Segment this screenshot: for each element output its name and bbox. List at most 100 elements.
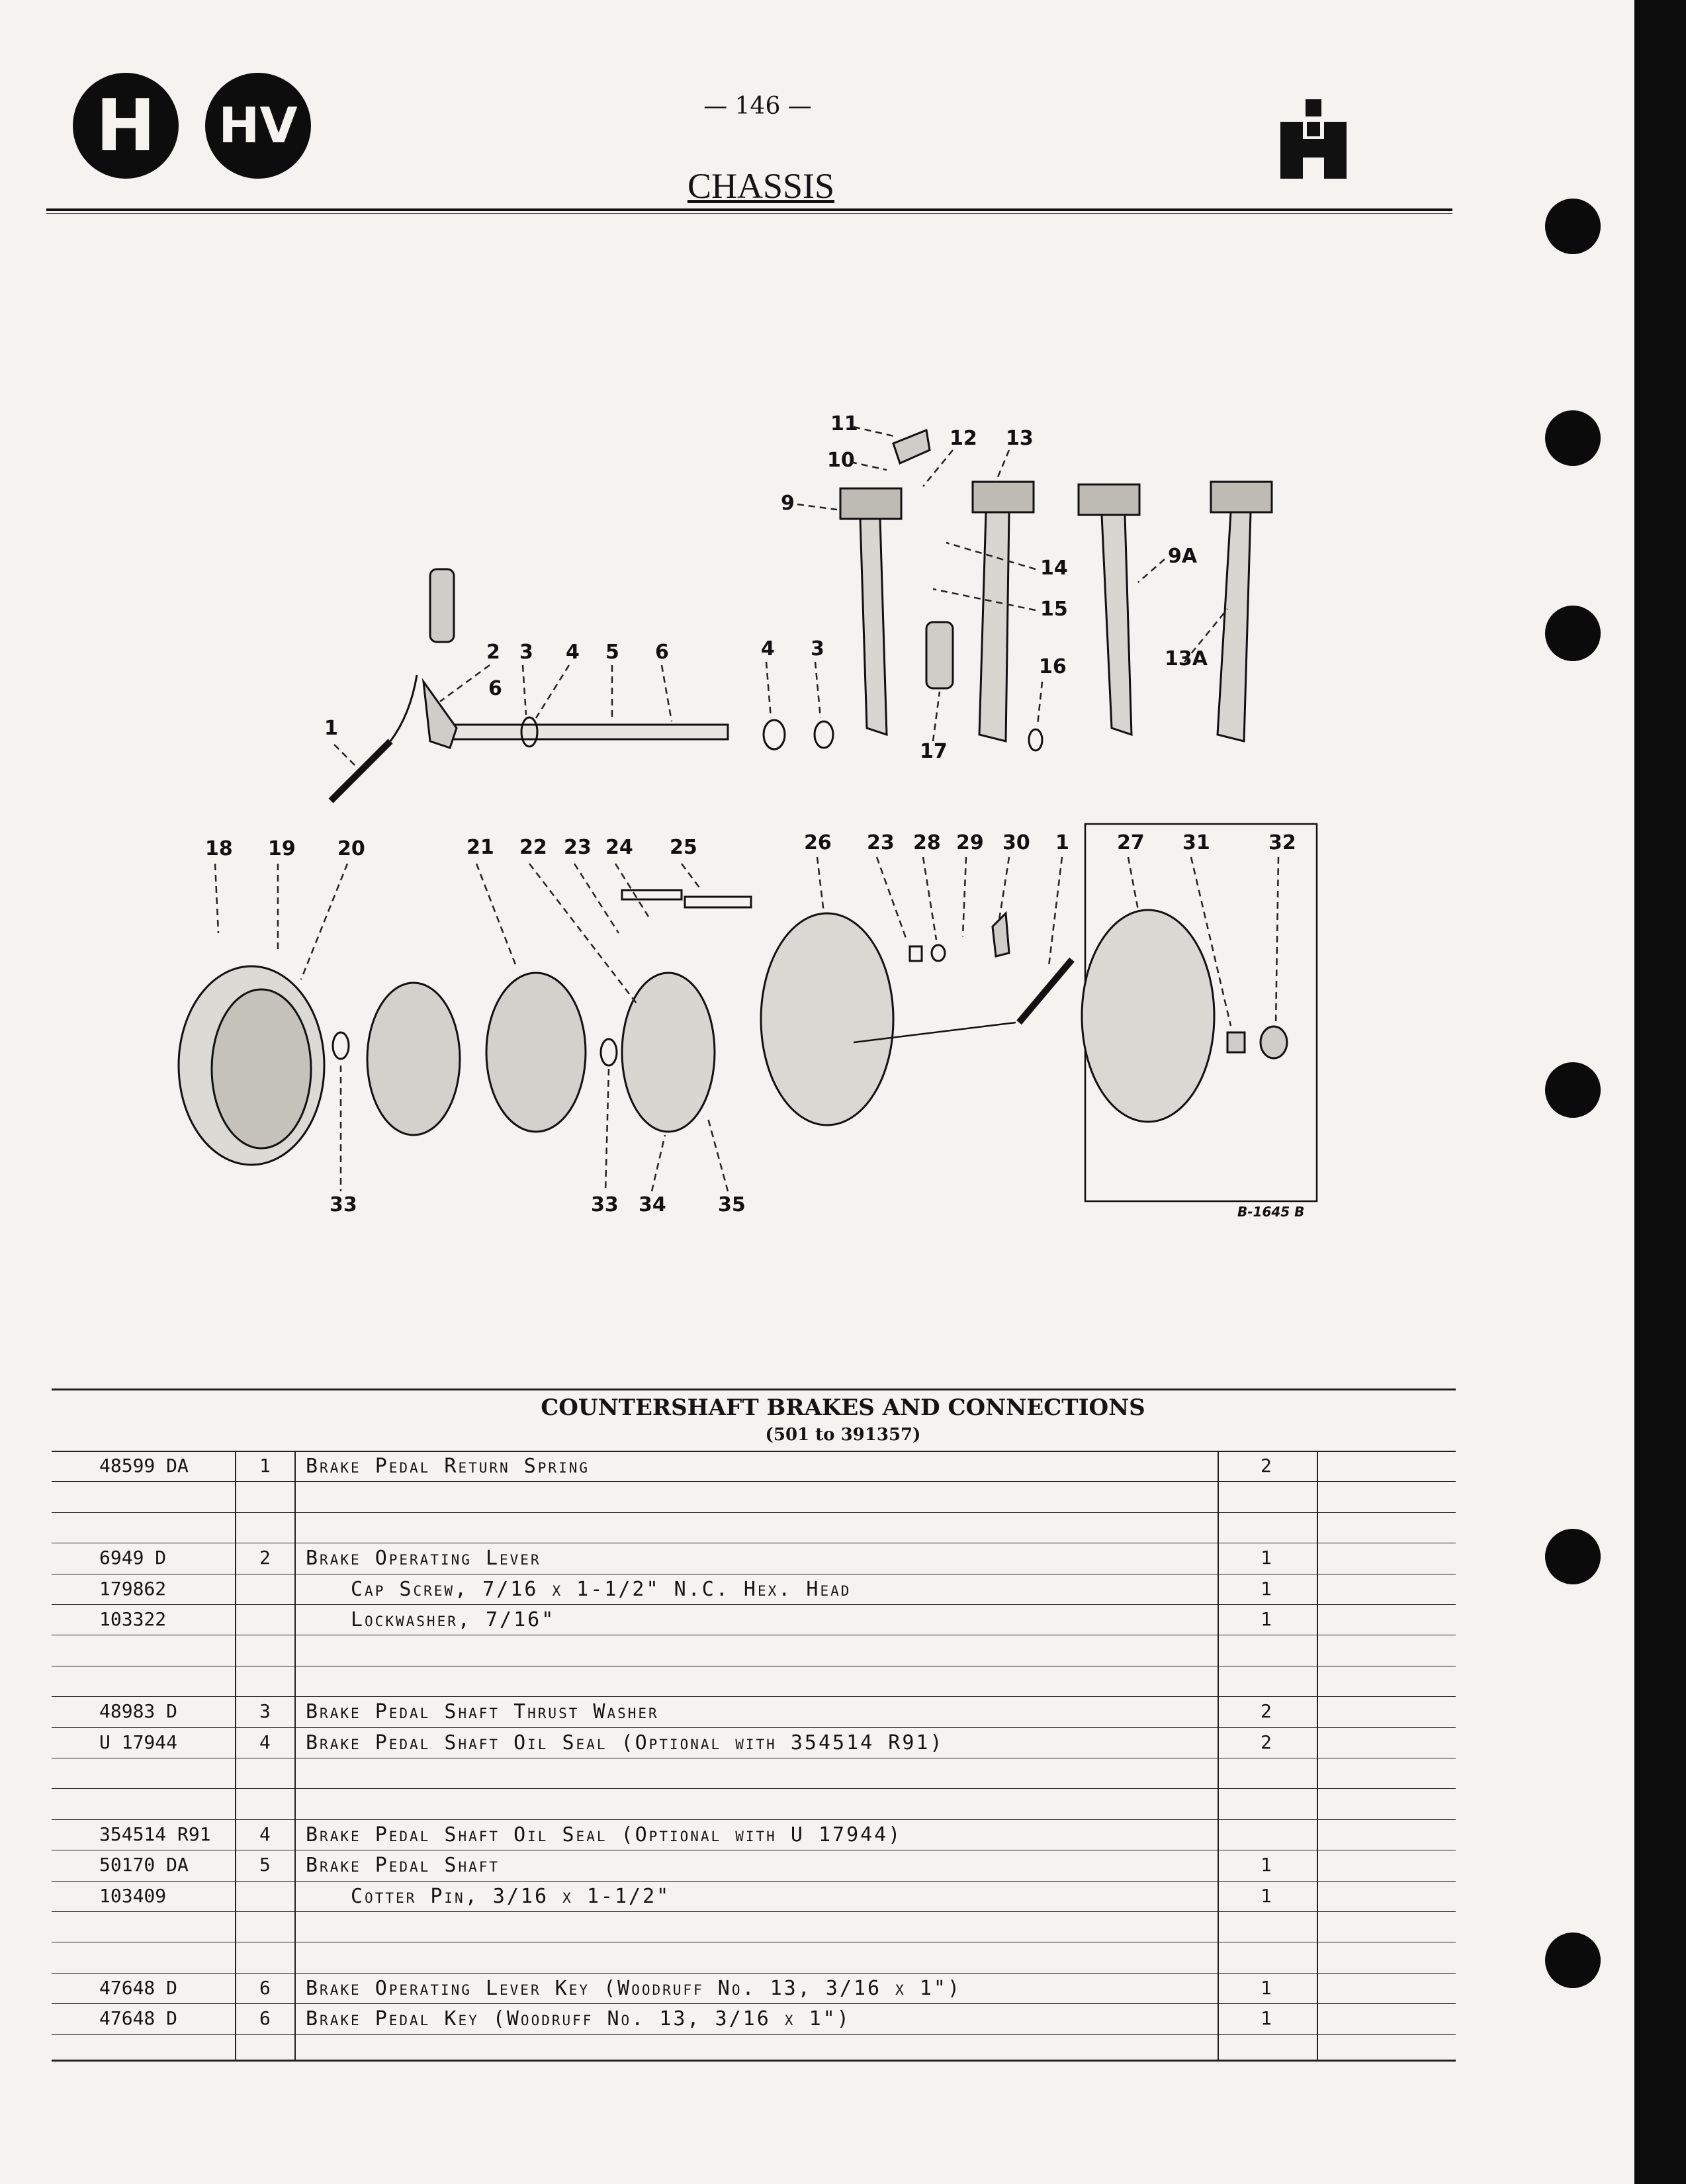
row-rule [52,2034,1456,2035]
ref-number: 4 [259,1823,271,1845]
table-bottom-rule [52,2060,1456,2062]
callout: 22 [519,836,547,859]
brake-band [621,972,716,1133]
row-rule [52,1788,1456,1790]
callout: 1 [324,717,338,740]
callout: 27 [1117,831,1145,854]
callout: 11 [830,412,858,435]
section-subtitle: (501 to 391357) [765,1425,921,1445]
callout: 29 [956,831,984,854]
quantity: 1 [1261,1608,1272,1630]
callout-labels: 1 2 3 4 5 6 6 4 3 9 10 11 12 13 14 15 16… [205,412,1304,1220]
brake-pedal [1100,514,1133,737]
callout: 9 [781,492,795,515]
callout: 3 [811,637,824,660]
pedal-pad [1077,483,1141,516]
callout: 23 [867,831,895,854]
bushing [909,945,923,962]
row-rule [52,1727,1456,1728]
row-rule [52,1911,1456,1912]
part-description: Brake Pedal Shaft [306,1854,500,1878]
callout: 21 [466,836,494,859]
pedal-pad [839,487,903,520]
thrust-washer [520,716,539,748]
callout: 32 [1268,831,1296,854]
row-rule [52,1696,1456,1698]
leader-lines [214,426,1280,1192]
quantity: 1 [1261,1577,1272,1600]
band-adjusting-bolt [684,895,752,909]
callout: 18 [205,837,233,860]
brake-pedal [1216,511,1252,743]
binder-hole [1545,410,1601,466]
callout: 6 [655,641,669,664]
quantity: 2 [1261,1455,1272,1477]
callout: 12 [950,427,977,450]
brake-cover [760,912,895,1126]
pedal-spring [429,568,455,643]
part-description: Brake Operating Lever Key (Woodruff No. … [306,1976,962,2000]
ref-number: 3 [259,1700,271,1723]
callout: 34 [639,1193,666,1216]
callout: 9A [1168,545,1198,568]
part-number: 50170 DA [99,1854,189,1876]
binder-hole [1545,199,1601,254]
quantity: 1 [1261,1854,1272,1876]
callout: 31 [1182,831,1210,854]
part-description: Cotter Pin, 3/16 x 1-1/2" [351,1884,671,1908]
row-rule [52,2003,1456,2005]
column-divider [294,1451,296,2060]
callout: 30 [1002,831,1030,854]
pedal-latch [892,428,931,465]
callout: 6 [488,677,502,700]
brake-spring [1016,957,1075,1025]
return-spring-rod [328,739,393,803]
brake-drum [485,972,587,1133]
callout: 28 [913,831,941,854]
section-title: COUNTERSHAFT BRAKES AND CONNECTIONS [541,1394,1145,1421]
brake-pedal-shaft [435,723,729,741]
figure-code: B-1645 B [1237,1204,1304,1220]
table-top-rule [52,1388,1456,1390]
callout: 33 [330,1193,357,1216]
model-badge-label: HV [218,97,298,154]
exploded-parts-diagram: 1 2 3 4 5 6 6 4 3 9 10 11 12 13 14 15 16… [177,412,1318,1220]
model-badge-label: H [95,84,156,167]
part-number: U 17944 [99,1731,178,1753]
brake-pedal [859,518,888,737]
part-number: 354514 R91 [99,1823,211,1845]
row-rule [52,1972,1456,1974]
model-badge-hv: HV [205,73,311,179]
title-rule [46,208,1452,211]
part-number: 179862 [99,1577,167,1600]
latch-spring [925,621,954,690]
brake-pedal [978,511,1010,743]
washer [930,944,946,962]
quantity: 1 [1261,1884,1272,1907]
callout: 16 [1039,655,1067,678]
quantity: 1 [1261,1976,1272,1999]
spacer [332,1031,350,1060]
part-description: Brake Pedal Shaft Oil Seal (Optional wit… [306,1823,903,1846]
band-pin [621,889,683,901]
pedal-pad [971,480,1035,514]
part-number: 6949 D [99,1547,167,1569]
brake-cover-alt [1081,909,1216,1123]
row-rule [52,1512,1456,1513]
part-description: Brake Pedal Shaft Oil Seal (Optional wit… [306,1731,944,1754]
quantity: 2 [1261,1700,1272,1723]
ih-logo-icon [1280,99,1347,179]
part-description: Lockwasher, 7/16" [351,1608,556,1631]
row-rule [52,1880,1456,1882]
part-description: Brake Pedal Shaft Thrust Washer [306,1700,659,1724]
binder-hole [1545,1529,1601,1584]
spacer [599,1038,618,1067]
part-number: 103322 [99,1608,167,1630]
ref-number: 2 [259,1547,271,1569]
ref-number: 5 [259,1854,271,1876]
callout: 5 [605,641,619,664]
plug [1226,1031,1246,1054]
ref-number: 6 [259,1976,271,1999]
part-number: 47648 D [99,1976,178,1999]
pedal-pad [1210,480,1273,514]
